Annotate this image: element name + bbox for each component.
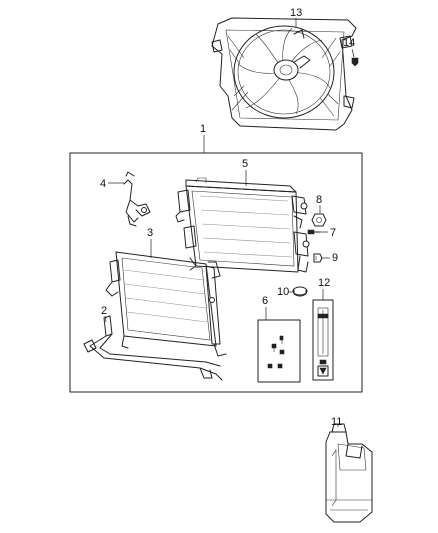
- callout-2: 2: [101, 305, 107, 317]
- bolt-drawing[interactable]: [307, 229, 321, 235]
- seal-kit-drawing[interactable]: [312, 299, 334, 381]
- hose-bracket-drawing[interactable]: [123, 171, 151, 227]
- callout-9: 9: [332, 252, 338, 264]
- plug-drawing[interactable]: [313, 253, 323, 263]
- nut-drawing[interactable]: [311, 213, 327, 227]
- cooler-lines-drawing[interactable]: [83, 315, 223, 381]
- callout-7: 7: [330, 227, 336, 239]
- fan-shroud-drawing[interactable]: [211, 17, 357, 131]
- callout-1: 1: [200, 123, 206, 135]
- leader-14: [351, 48, 355, 58]
- callout-4: 4: [100, 178, 106, 190]
- callout-11: 11: [331, 416, 342, 428]
- callout-13: 13: [290, 7, 302, 19]
- cap-drawing[interactable]: [292, 286, 308, 297]
- push-pin-drawing[interactable]: [351, 57, 359, 67]
- callout-3: 3: [147, 227, 153, 239]
- callout-14: 14: [343, 37, 355, 49]
- callout-12: 12: [318, 277, 330, 289]
- callout-6: 6: [262, 295, 268, 307]
- callout-5: 5: [242, 158, 248, 170]
- hardware-kit-drawing[interactable]: [257, 319, 301, 383]
- callout-10: 10: [277, 286, 289, 298]
- leader-2: [104, 315, 107, 323]
- callout-8: 8: [316, 194, 322, 206]
- assembly-box-outline: [69, 152, 363, 393]
- radiator-drawing[interactable]: [175, 177, 310, 273]
- condenser-drawing[interactable]: [105, 251, 227, 357]
- coolant-jug-drawing[interactable]: [325, 423, 373, 523]
